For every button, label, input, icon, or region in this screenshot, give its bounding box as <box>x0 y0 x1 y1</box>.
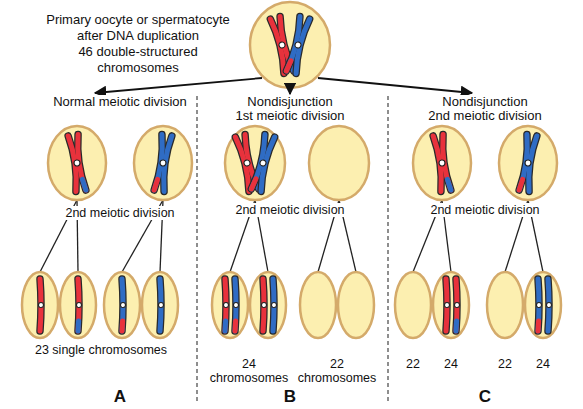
cell <box>499 126 557 200</box>
heading-text: Primary oocyte or spermatocyte after DNA… <box>40 12 236 44</box>
arrow <box>95 78 262 93</box>
gamete-cell <box>142 272 178 338</box>
gamete-cell <box>525 272 561 338</box>
red-chromosome <box>433 135 451 192</box>
stage-heading: 1st meiotic division <box>235 109 344 123</box>
single-chromosome <box>77 279 82 331</box>
arrow <box>289 87 291 94</box>
chromosome-count: 22 <box>406 357 420 371</box>
single-chromosome <box>262 279 267 331</box>
divider-line <box>196 96 197 402</box>
oocyte-cell: Primary oocyte or spermatocyte after DNA… <box>40 0 336 92</box>
gamete-cell <box>250 272 286 338</box>
gamete-cell <box>338 272 374 338</box>
panel-letter: C <box>479 388 491 406</box>
panel-letter: A <box>114 388 126 406</box>
single-chromosome <box>547 279 552 331</box>
blue-chromosome <box>154 135 172 192</box>
gamete-cell <box>300 272 336 338</box>
stage-heading: Nondisjunction <box>442 95 527 109</box>
cell <box>309 126 369 200</box>
heading-text: 46 double-structured chromosomes <box>40 44 236 76</box>
gamete-cell <box>60 272 96 338</box>
blue-chromosome <box>519 135 537 192</box>
single-chromosome <box>39 279 44 331</box>
single-chromosome <box>159 279 164 331</box>
single-chromosome <box>272 279 277 331</box>
single-chromosome <box>234 279 239 331</box>
stage-heading: Nondisjunction <box>247 95 332 109</box>
gamete-cell <box>104 272 140 338</box>
cell-heading: Primary oocyte or spermatocyte after DNA… <box>40 12 236 76</box>
gamete-cell <box>433 272 469 338</box>
chromosome-count: 24 chromosomes <box>207 357 291 385</box>
stage-heading: Normal meiotic division <box>53 95 187 109</box>
chromosome-count: 22 chromosomes <box>295 357 379 385</box>
chromosome-count: 23 single chromosomes <box>35 343 167 357</box>
single-chromosome <box>445 279 450 331</box>
chromosome-count: 24 <box>536 357 550 371</box>
arrow <box>318 78 472 93</box>
cell <box>413 126 471 200</box>
stage-heading: 2nd meiotic division <box>428 109 541 123</box>
division-label: 2nd meiotic division <box>428 203 541 217</box>
single-chromosome <box>224 279 229 331</box>
cell <box>225 126 285 200</box>
gamete-cell <box>212 272 248 338</box>
gamete-cell <box>395 272 431 338</box>
division-label: 2nd meiotic division <box>63 206 176 220</box>
cell <box>48 126 106 200</box>
divider-line <box>387 96 388 402</box>
cell <box>134 126 192 200</box>
single-chromosome <box>537 279 542 331</box>
division-label: 2nd meiotic division <box>233 203 346 217</box>
single-chromosome <box>455 279 460 331</box>
blue-chromosome <box>251 135 274 192</box>
chromosome-count: 24 <box>444 357 458 371</box>
panel-letter: B <box>284 388 296 406</box>
gamete-cell <box>487 272 523 338</box>
gamete-cell <box>22 272 58 338</box>
single-chromosome <box>121 279 126 331</box>
chromosome-count: 22 <box>498 357 512 371</box>
cell <box>250 2 330 88</box>
red-chromosome <box>68 135 86 192</box>
